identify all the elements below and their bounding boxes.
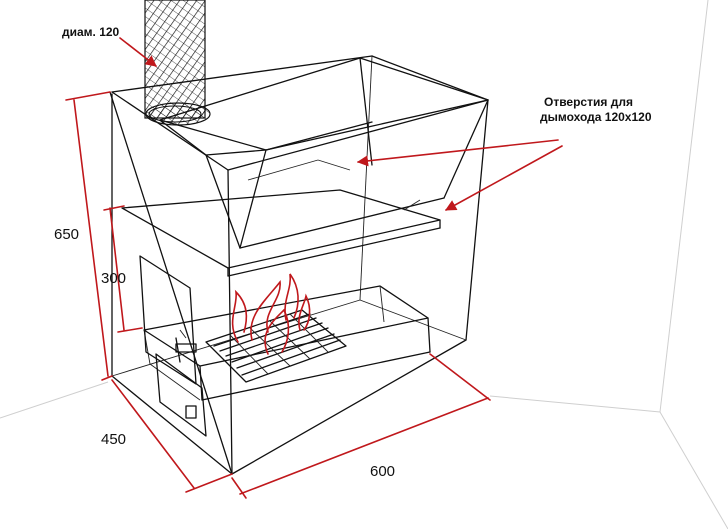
shelf-plate <box>121 189 441 277</box>
depth-label: 450 <box>101 431 126 448</box>
height-total-label: 650 <box>54 226 79 243</box>
openings-label-line1: Отверстия для <box>544 95 633 109</box>
height-firebox-label: 300 <box>101 270 126 287</box>
stove-body <box>109 55 489 475</box>
fire-grate <box>205 309 347 383</box>
openings-label-line2: дымохода 120х120 <box>540 110 652 124</box>
chimney-pipe <box>144 0 211 126</box>
callout-arrows <box>119 37 563 211</box>
firebox <box>139 255 431 437</box>
width-label: 600 <box>370 463 395 480</box>
pipe-diameter-label: диам. 120 <box>62 25 120 39</box>
dimension-lines <box>65 91 491 499</box>
flame-icon <box>231 273 311 355</box>
